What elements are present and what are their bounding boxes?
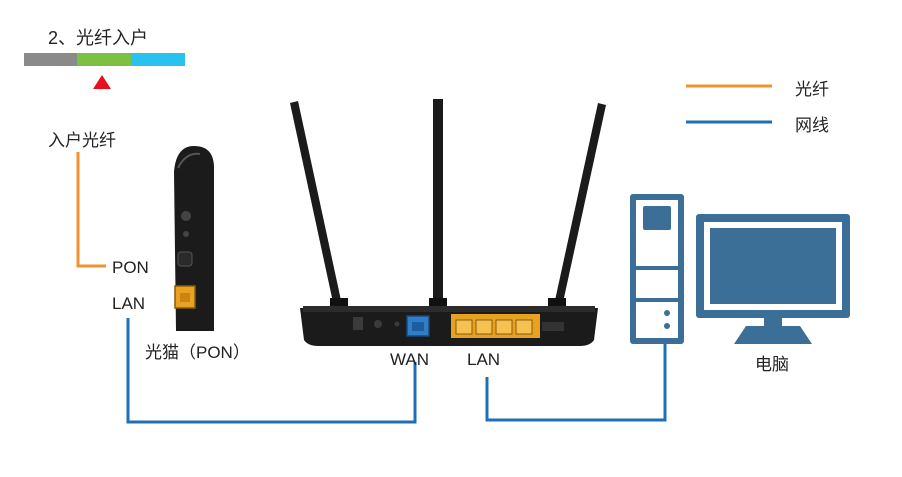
modem-pon-label: PON — [112, 258, 149, 277]
modem-dc-port-icon — [177, 251, 193, 267]
step-segment-2 — [77, 53, 131, 66]
modem-power-button-icon — [181, 211, 191, 221]
cable-modem-to-router — [126, 318, 417, 424]
router-antenna-right — [554, 103, 606, 307]
router-power-port-icon — [353, 317, 363, 330]
incoming-fiber-label: 入户光纤 — [48, 131, 116, 150]
router-antenna-left — [290, 101, 342, 307]
modem-name-label: 光猫（PON） — [145, 343, 250, 362]
current-step-marker — [93, 75, 111, 89]
modem-lan-label: LAN — [112, 294, 146, 313]
step-title: 2、光纤入户 — [48, 28, 149, 48]
legend-fiber-label: 光纤 — [795, 80, 829, 99]
router — [290, 99, 606, 346]
step-segment-3 — [131, 53, 185, 66]
computer-tower-icon — [630, 194, 684, 344]
step-progress-bar — [24, 53, 185, 89]
router-wan-label: WAN — [390, 350, 430, 369]
fiber-line — [76, 152, 106, 268]
router-antenna-middle — [433, 99, 443, 310]
router-lan-label: LAN — [467, 350, 501, 369]
cable-router-to-computer — [485, 344, 667, 422]
step-segment-1 — [24, 53, 77, 66]
computer — [630, 194, 850, 344]
computer-monitor-icon — [696, 214, 850, 344]
legend-cable-label: 网线 — [795, 116, 829, 135]
optical-modem — [174, 146, 214, 331]
computer-label: 电脑 — [755, 355, 789, 374]
